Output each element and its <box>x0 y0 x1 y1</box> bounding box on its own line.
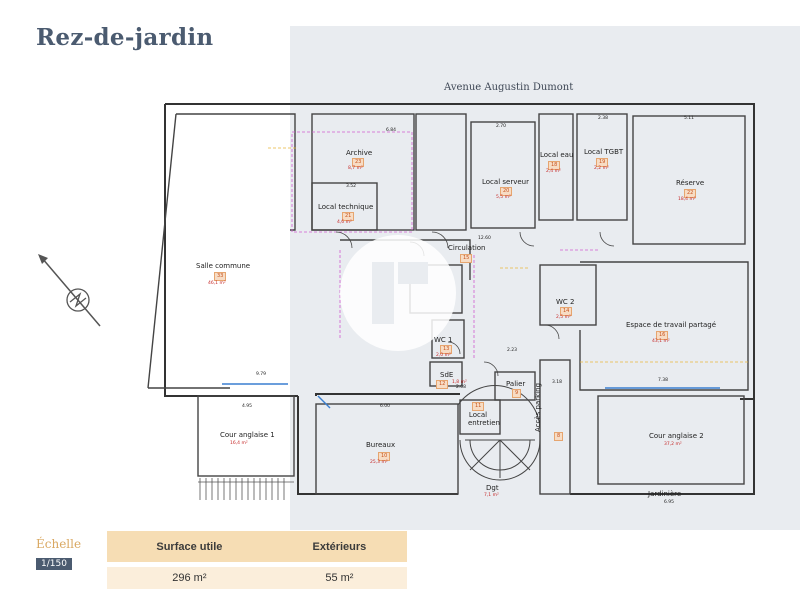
room-code: 20 <box>500 187 513 196</box>
dimension-label: 2.38 <box>598 116 609 121</box>
room-label: Accès parking <box>534 382 542 432</box>
header-surface-utile: Surface utile <box>107 531 272 565</box>
room-label: Archive <box>346 149 373 157</box>
room-code: 10 <box>378 452 391 461</box>
room-label: Local entretien <box>468 411 500 427</box>
room-label: Dgt <box>486 484 499 492</box>
room-label: Local technique <box>318 203 374 211</box>
surface-summary-table: Surface utile Extérieurs 296 m² 55 m² <box>107 531 407 589</box>
room-area: 5,5 m² <box>496 195 511 200</box>
room-label: Local TGBT <box>584 148 624 156</box>
room-code: 13 <box>440 345 453 354</box>
room-code: 19 <box>596 158 609 167</box>
north-arrow-icon <box>38 254 101 327</box>
room-area: 2,4 m² <box>546 169 561 174</box>
room-label: Jardinière <box>648 490 682 498</box>
room-label: WC 1 <box>434 336 453 344</box>
scale-indicator: Échelle 1/150 <box>36 537 81 570</box>
room-area: 25,3 m² <box>370 460 388 465</box>
room-label: Local eau <box>540 151 574 159</box>
dimension-label: 3.52 <box>346 184 357 189</box>
header-exterieurs: Extérieurs <box>271 531 407 565</box>
room-code: 22 <box>684 189 697 198</box>
room-label: Circulation <box>448 244 486 252</box>
room-code: 15 <box>460 254 473 263</box>
value-surface-utile: 296 m² <box>107 562 272 589</box>
room-label: Salle commune <box>196 262 251 270</box>
room-label: SdE <box>440 371 454 379</box>
room-code: 14 <box>560 307 573 316</box>
room-area: 2,5 m² <box>556 315 571 320</box>
dimension-label: 3.18 <box>552 380 563 385</box>
room-area: 1,8 m² <box>452 380 467 385</box>
room-label: WC 2 <box>556 298 575 306</box>
room-area: 18,4 m² <box>678 197 696 202</box>
room-area: 2,2 m² <box>594 166 609 171</box>
room-code: 9 <box>512 389 522 398</box>
dimension-label: 7.38 <box>658 378 669 383</box>
room-code: 16 <box>656 331 669 340</box>
room-area: 4,6 m² <box>337 220 352 225</box>
room-code: 8 <box>554 432 564 441</box>
dimension-label: 9.79 <box>256 372 267 377</box>
scale-value: 1/150 <box>36 558 72 570</box>
street-name: Avenue Augustin Dumont <box>444 82 574 93</box>
room-code: 33 <box>214 272 227 281</box>
dimension-label: 6.00 <box>380 404 391 409</box>
room-label: Réserve <box>676 179 705 187</box>
dimension-label: 2.70 <box>496 124 507 129</box>
room-code: 18 <box>548 161 561 170</box>
page-title: Rez-de-jardin <box>36 24 214 51</box>
dimension-label: 6.84 <box>386 128 397 133</box>
dimension-label: 6.95 <box>664 500 675 505</box>
room-area: 43,1 m² <box>652 339 670 344</box>
room-area: 2,0 m² <box>436 353 451 358</box>
room-label: Cour anglaise 1 <box>220 431 275 439</box>
room-area: 37,2 m² <box>664 442 682 447</box>
room-label: Espace de travail partagé <box>626 321 717 329</box>
room-label: Palier <box>506 380 526 388</box>
dimension-label: 5.11 <box>684 116 695 121</box>
room-label: Bureaux <box>366 441 396 449</box>
room-code: 21 <box>342 212 355 221</box>
dimension-label: 12.60 <box>478 236 491 241</box>
dimension-label: 4.95 <box>242 404 253 409</box>
room-code: 12 <box>436 380 449 389</box>
room-area: 16,4 m² <box>230 441 248 446</box>
value-exterieurs: 55 m² <box>271 562 407 589</box>
room-area: 8,7 m² <box>348 166 363 171</box>
dimension-label: 2.23 <box>507 348 518 353</box>
room-label: Cour anglaise 2 <box>649 432 704 440</box>
agency-logo-icon <box>340 235 456 351</box>
room-code: 11 <box>472 402 485 411</box>
room-code: 23 <box>352 158 365 167</box>
room-area: 46,1 m² <box>208 281 226 286</box>
room-area: 7,1 m² <box>484 493 499 498</box>
room-label: Local serveur <box>482 178 529 186</box>
dimension-label: 2.08 <box>456 385 467 390</box>
scale-label: Échelle <box>36 537 82 551</box>
